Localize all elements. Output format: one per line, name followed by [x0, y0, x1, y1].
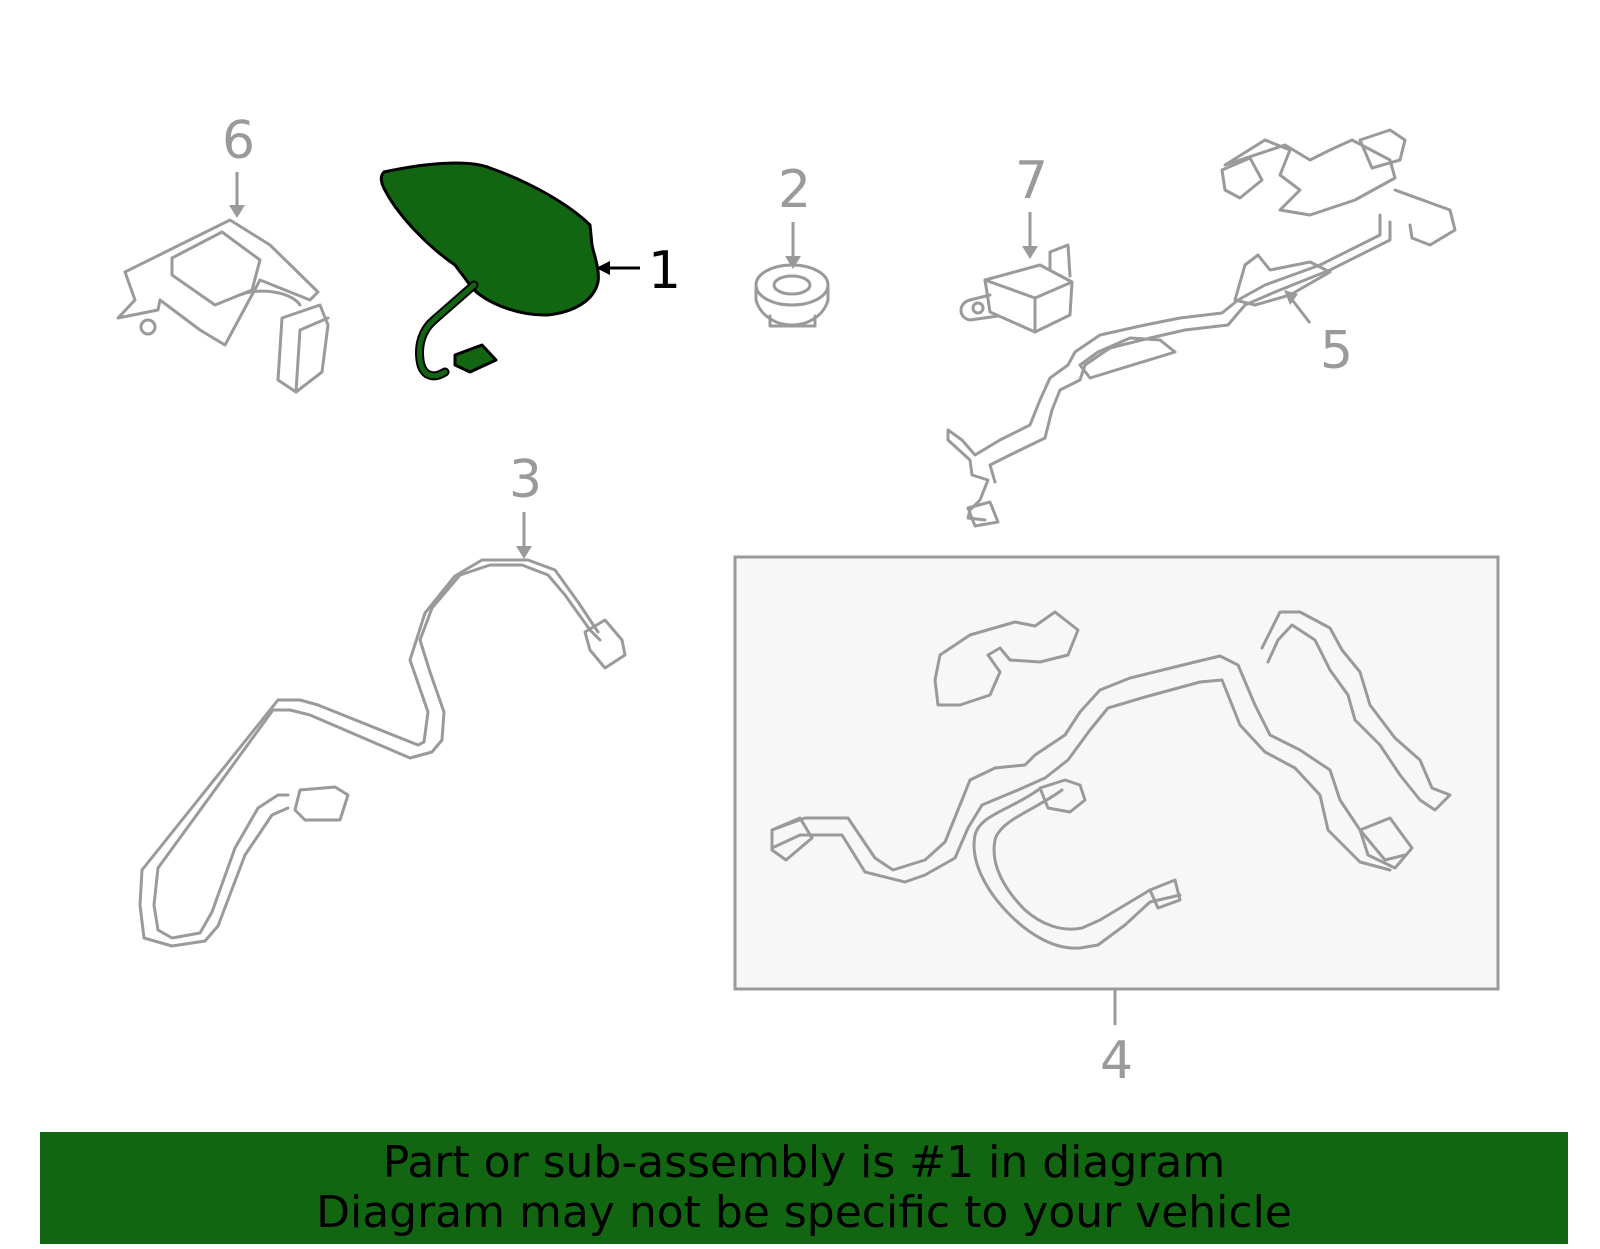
part-3-arrowhead — [516, 546, 532, 559]
part-4-label: 4 — [1100, 1031, 1133, 1091]
part-3-label: 3 — [509, 450, 542, 510]
part-7-label: 7 — [1015, 151, 1048, 211]
part-1-arrowhead — [596, 261, 610, 275]
part-2-label: 2 — [778, 160, 811, 220]
part-5-arrowhead — [1284, 290, 1298, 305]
banner-line-2: Diagram may not be specific to your vehi… — [316, 1187, 1292, 1238]
part-3-cable[interactable] — [138, 558, 627, 948]
banner-line-1: Part or sub-assembly is #1 in diagram — [382, 1137, 1226, 1188]
info-banner: Part or sub-assembly is #1 in diagram Di… — [40, 1132, 1568, 1244]
part-5-label: 5 — [1320, 321, 1353, 381]
part-2-arrowhead — [785, 256, 801, 269]
part-7-arrowhead — [1022, 246, 1038, 259]
part-1-label: 1 — [648, 241, 681, 301]
part-5-arrow — [1288, 296, 1312, 324]
part-5-harness[interactable] — [946, 128, 1457, 528]
part-6-arrowhead — [229, 205, 245, 218]
part-6-module[interactable] — [116, 218, 330, 394]
part-6-label: 6 — [222, 111, 255, 171]
part-4-harness[interactable] — [770, 610, 1452, 950]
part-7-sensor[interactable] — [959, 243, 1074, 334]
part-4-box — [733, 555, 1500, 991]
part-2-grommet[interactable] — [754, 263, 830, 328]
banner-background — [40, 1132, 1568, 1244]
part-1-antenna[interactable] — [379, 161, 600, 381]
